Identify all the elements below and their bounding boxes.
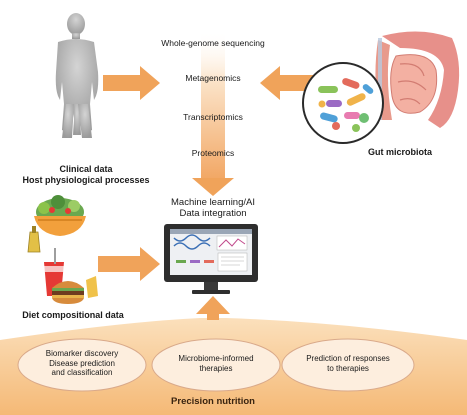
omics-column: [201, 30, 225, 178]
line-graph-icon: [218, 238, 246, 248]
omics-label-transcriptomics: Transcriptomics: [183, 112, 243, 122]
dna-icon: [173, 234, 211, 242]
intestine-icon: [375, 31, 460, 129]
clinical-arrow: [103, 66, 160, 100]
human-silhouette-icon: [55, 13, 99, 138]
outcome-text-2: Microbiome-informed therapies: [178, 354, 254, 373]
monitor-icon: [164, 224, 258, 294]
salad-bowl-icon: [34, 195, 86, 236]
diet-compositional-label: Diet compositional data: [22, 310, 124, 320]
integration-label: Machine learning/AI Data integration: [133, 197, 293, 220]
clinical-data-label: Clinical data Host physiological process…: [6, 164, 166, 187]
gut-arrow: [260, 66, 315, 100]
omics-down-arrowhead: [192, 178, 234, 196]
fries-icon: [86, 276, 98, 298]
bacteria-icon: [302, 62, 384, 144]
outcome-text-3: Prediction of responses to therapies: [306, 354, 390, 373]
outcome-oval-3: [281, 338, 415, 392]
omics-label-metagenomics: Metagenomics: [185, 73, 241, 83]
omics-label-wgs: Whole-genome sequencing: [161, 38, 265, 48]
integration-line-1: Machine learning/AI: [171, 197, 255, 208]
outcome-oval-2: [151, 338, 281, 392]
clinical-line-2: Host physiological processes: [22, 175, 150, 186]
diet-arrow: [98, 247, 160, 281]
burger-icon: [52, 276, 98, 304]
up-arrow-stem: [207, 312, 219, 320]
integration-line-2: Data integration: [179, 208, 247, 220]
clinical-line-1: Clinical data: [59, 164, 113, 174]
precision-nutrition-label: Precision nutrition: [171, 396, 255, 407]
omics-label-proteomics: Proteomics: [191, 148, 235, 158]
outcome-text-1: Biomarker discovery Disease prediction a…: [45, 349, 119, 378]
up-arrowhead: [196, 296, 230, 314]
gut-microbiota-label: Gut microbiota: [367, 147, 432, 157]
outcome-oval-1: [17, 338, 147, 392]
oil-bottle-icon: [27, 226, 41, 253]
